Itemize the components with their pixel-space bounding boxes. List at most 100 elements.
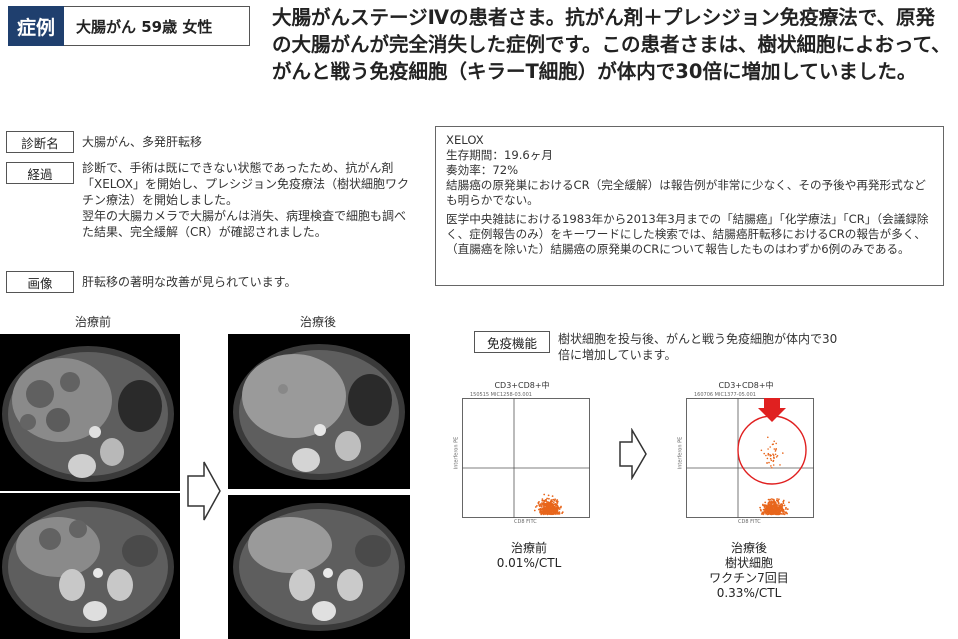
scatter-dot bbox=[768, 461, 770, 464]
scatter-dot bbox=[779, 507, 782, 510]
diagnosis-label: 診断名 bbox=[6, 131, 74, 153]
stat-before-value: 0.01%/CTL bbox=[496, 556, 562, 570]
scatter-dot bbox=[779, 512, 782, 515]
flow-plot-before: CD3+CD8+中 150515 MIC1258-03.001 R5 CD8 F… bbox=[452, 380, 592, 530]
immune-label: 免疫機能 bbox=[474, 331, 550, 353]
scatter-dot bbox=[764, 501, 767, 504]
stat-before: 治療前 0.01%/CTL bbox=[474, 541, 584, 571]
scatter-dot bbox=[762, 508, 765, 511]
scatter-dot bbox=[767, 452, 770, 455]
scatter-dot bbox=[759, 506, 761, 509]
scatter-dot bbox=[770, 504, 773, 507]
scatter-dot bbox=[541, 498, 544, 500]
scatter-dot bbox=[771, 502, 773, 505]
case-label: 症例 bbox=[8, 6, 64, 46]
plot-before-canvas bbox=[462, 398, 590, 518]
scatter-dot bbox=[773, 503, 776, 505]
ct-after-upper bbox=[228, 334, 410, 489]
stat-before-caption: 治療前 bbox=[510, 541, 547, 555]
scatter-dot bbox=[539, 504, 542, 506]
scatter-dot bbox=[556, 505, 559, 508]
scatter-dot bbox=[542, 512, 545, 515]
stat-after-line3: ワクチン7回目 bbox=[709, 571, 789, 585]
flow-arrow-icon bbox=[618, 427, 648, 481]
scatter-dot bbox=[771, 467, 773, 469]
plot-before-yaxis: Interferon PE bbox=[453, 436, 460, 470]
scatter-dot bbox=[540, 505, 543, 508]
plot-after-xaxis: CD8 FITC bbox=[738, 519, 761, 525]
scatter-dot bbox=[540, 513, 543, 515]
scatter-dot bbox=[774, 508, 776, 510]
scatter-dot bbox=[558, 511, 561, 513]
scatter-dot bbox=[779, 464, 781, 466]
scatter-dot bbox=[770, 465, 772, 467]
scatter-dot bbox=[774, 511, 777, 514]
scatter-dot bbox=[767, 454, 769, 456]
scatter-dot bbox=[765, 454, 767, 457]
stat-after-value: 0.33%/CTL bbox=[716, 586, 782, 600]
scatter-dot bbox=[763, 452, 765, 455]
scatter-dot bbox=[776, 498, 778, 500]
ct-after-caption: 治療後 bbox=[299, 315, 336, 329]
scatter-dot bbox=[772, 498, 775, 501]
scatter-dot bbox=[778, 498, 780, 501]
scatter-dot bbox=[768, 504, 770, 507]
scatter-dot bbox=[769, 457, 772, 460]
scatter-dot bbox=[546, 506, 549, 508]
scatter-dot bbox=[769, 500, 771, 502]
scatter-dot bbox=[786, 508, 789, 511]
scatter-dot bbox=[546, 497, 548, 500]
scatter-dot bbox=[760, 449, 763, 452]
xelox-note: XELOX 生存期間：19.6ヶ月 奏効率：72% 結腸癌の原発巣におけるCR（… bbox=[435, 126, 944, 286]
course-text: 診断で、手術は既にできない状態であったため、抗がん剤「XELOX」を開始し、プレ… bbox=[82, 160, 412, 240]
scatter-dot bbox=[548, 497, 550, 500]
scatter-dot bbox=[764, 508, 766, 511]
scatter-dot bbox=[762, 503, 764, 506]
scatter-dot bbox=[550, 499, 553, 502]
scatter-dot bbox=[767, 498, 770, 501]
scatter-dot bbox=[777, 509, 780, 512]
plot-after-id: 160706 MIC1377-05.001 bbox=[694, 392, 756, 398]
immune-text: 樹状細胞を投与後、がんと戦う免疫細胞が体内で30倍に増加しています。 bbox=[558, 332, 838, 362]
scatter-dot bbox=[551, 510, 554, 512]
scatter-dot bbox=[551, 500, 554, 503]
scatter-dot bbox=[767, 436, 769, 439]
scatter-dot bbox=[766, 507, 769, 509]
scatter-dot bbox=[542, 508, 544, 511]
scatter-dot bbox=[769, 453, 771, 456]
ct-after-lower bbox=[228, 495, 410, 639]
xelox-response: 奏効率：72% bbox=[446, 163, 519, 177]
scatter-dot bbox=[774, 450, 777, 452]
course-text-1: 診断で、手術は既にできない状態であったため、抗がん剤「XELOX」を開始し、プレ… bbox=[82, 161, 409, 207]
scatter-dot bbox=[772, 464, 775, 466]
scatter-dot bbox=[551, 495, 554, 497]
scatter-dot bbox=[767, 501, 770, 504]
imaging-text: 肝転移の著明な改善が見られています。 bbox=[82, 275, 297, 289]
plot-before-title: CD3+CD8+中 bbox=[494, 381, 550, 390]
scatter-dot bbox=[785, 508, 787, 510]
highlight-arrow-icon bbox=[758, 398, 786, 422]
scatter-dot bbox=[555, 513, 557, 515]
scatter-dot bbox=[763, 512, 765, 515]
scatter-dot bbox=[777, 502, 780, 504]
scatter-dot bbox=[772, 454, 775, 457]
scatter-dot bbox=[548, 513, 551, 515]
scatter-dot bbox=[770, 507, 772, 510]
scatter-dot bbox=[764, 511, 767, 514]
case-subject: 大腸がん 59歳 女性 bbox=[64, 6, 250, 46]
scatter-dot bbox=[542, 503, 545, 506]
ct-before-lower bbox=[0, 493, 180, 639]
scatter-dot bbox=[767, 448, 769, 450]
scatter-dot bbox=[534, 506, 537, 508]
diagnosis-text: 大腸がん、多発肝転移 bbox=[82, 135, 203, 149]
scatter-dot bbox=[770, 513, 773, 516]
scatter-dot bbox=[544, 503, 547, 506]
scatter-dot bbox=[782, 452, 784, 454]
stat-after-caption: 治療後 bbox=[730, 541, 767, 555]
ct-before-upper bbox=[0, 334, 180, 491]
plot-before-xaxis: CD8 FITC bbox=[514, 519, 537, 525]
scatter-dot bbox=[543, 502, 546, 505]
scatter-dot bbox=[776, 500, 779, 503]
scatter-dot bbox=[774, 453, 777, 456]
flow-plot-after: CD3+CD8+中 160706 MIC1377-05.001 R5 CD8 F… bbox=[676, 380, 816, 530]
